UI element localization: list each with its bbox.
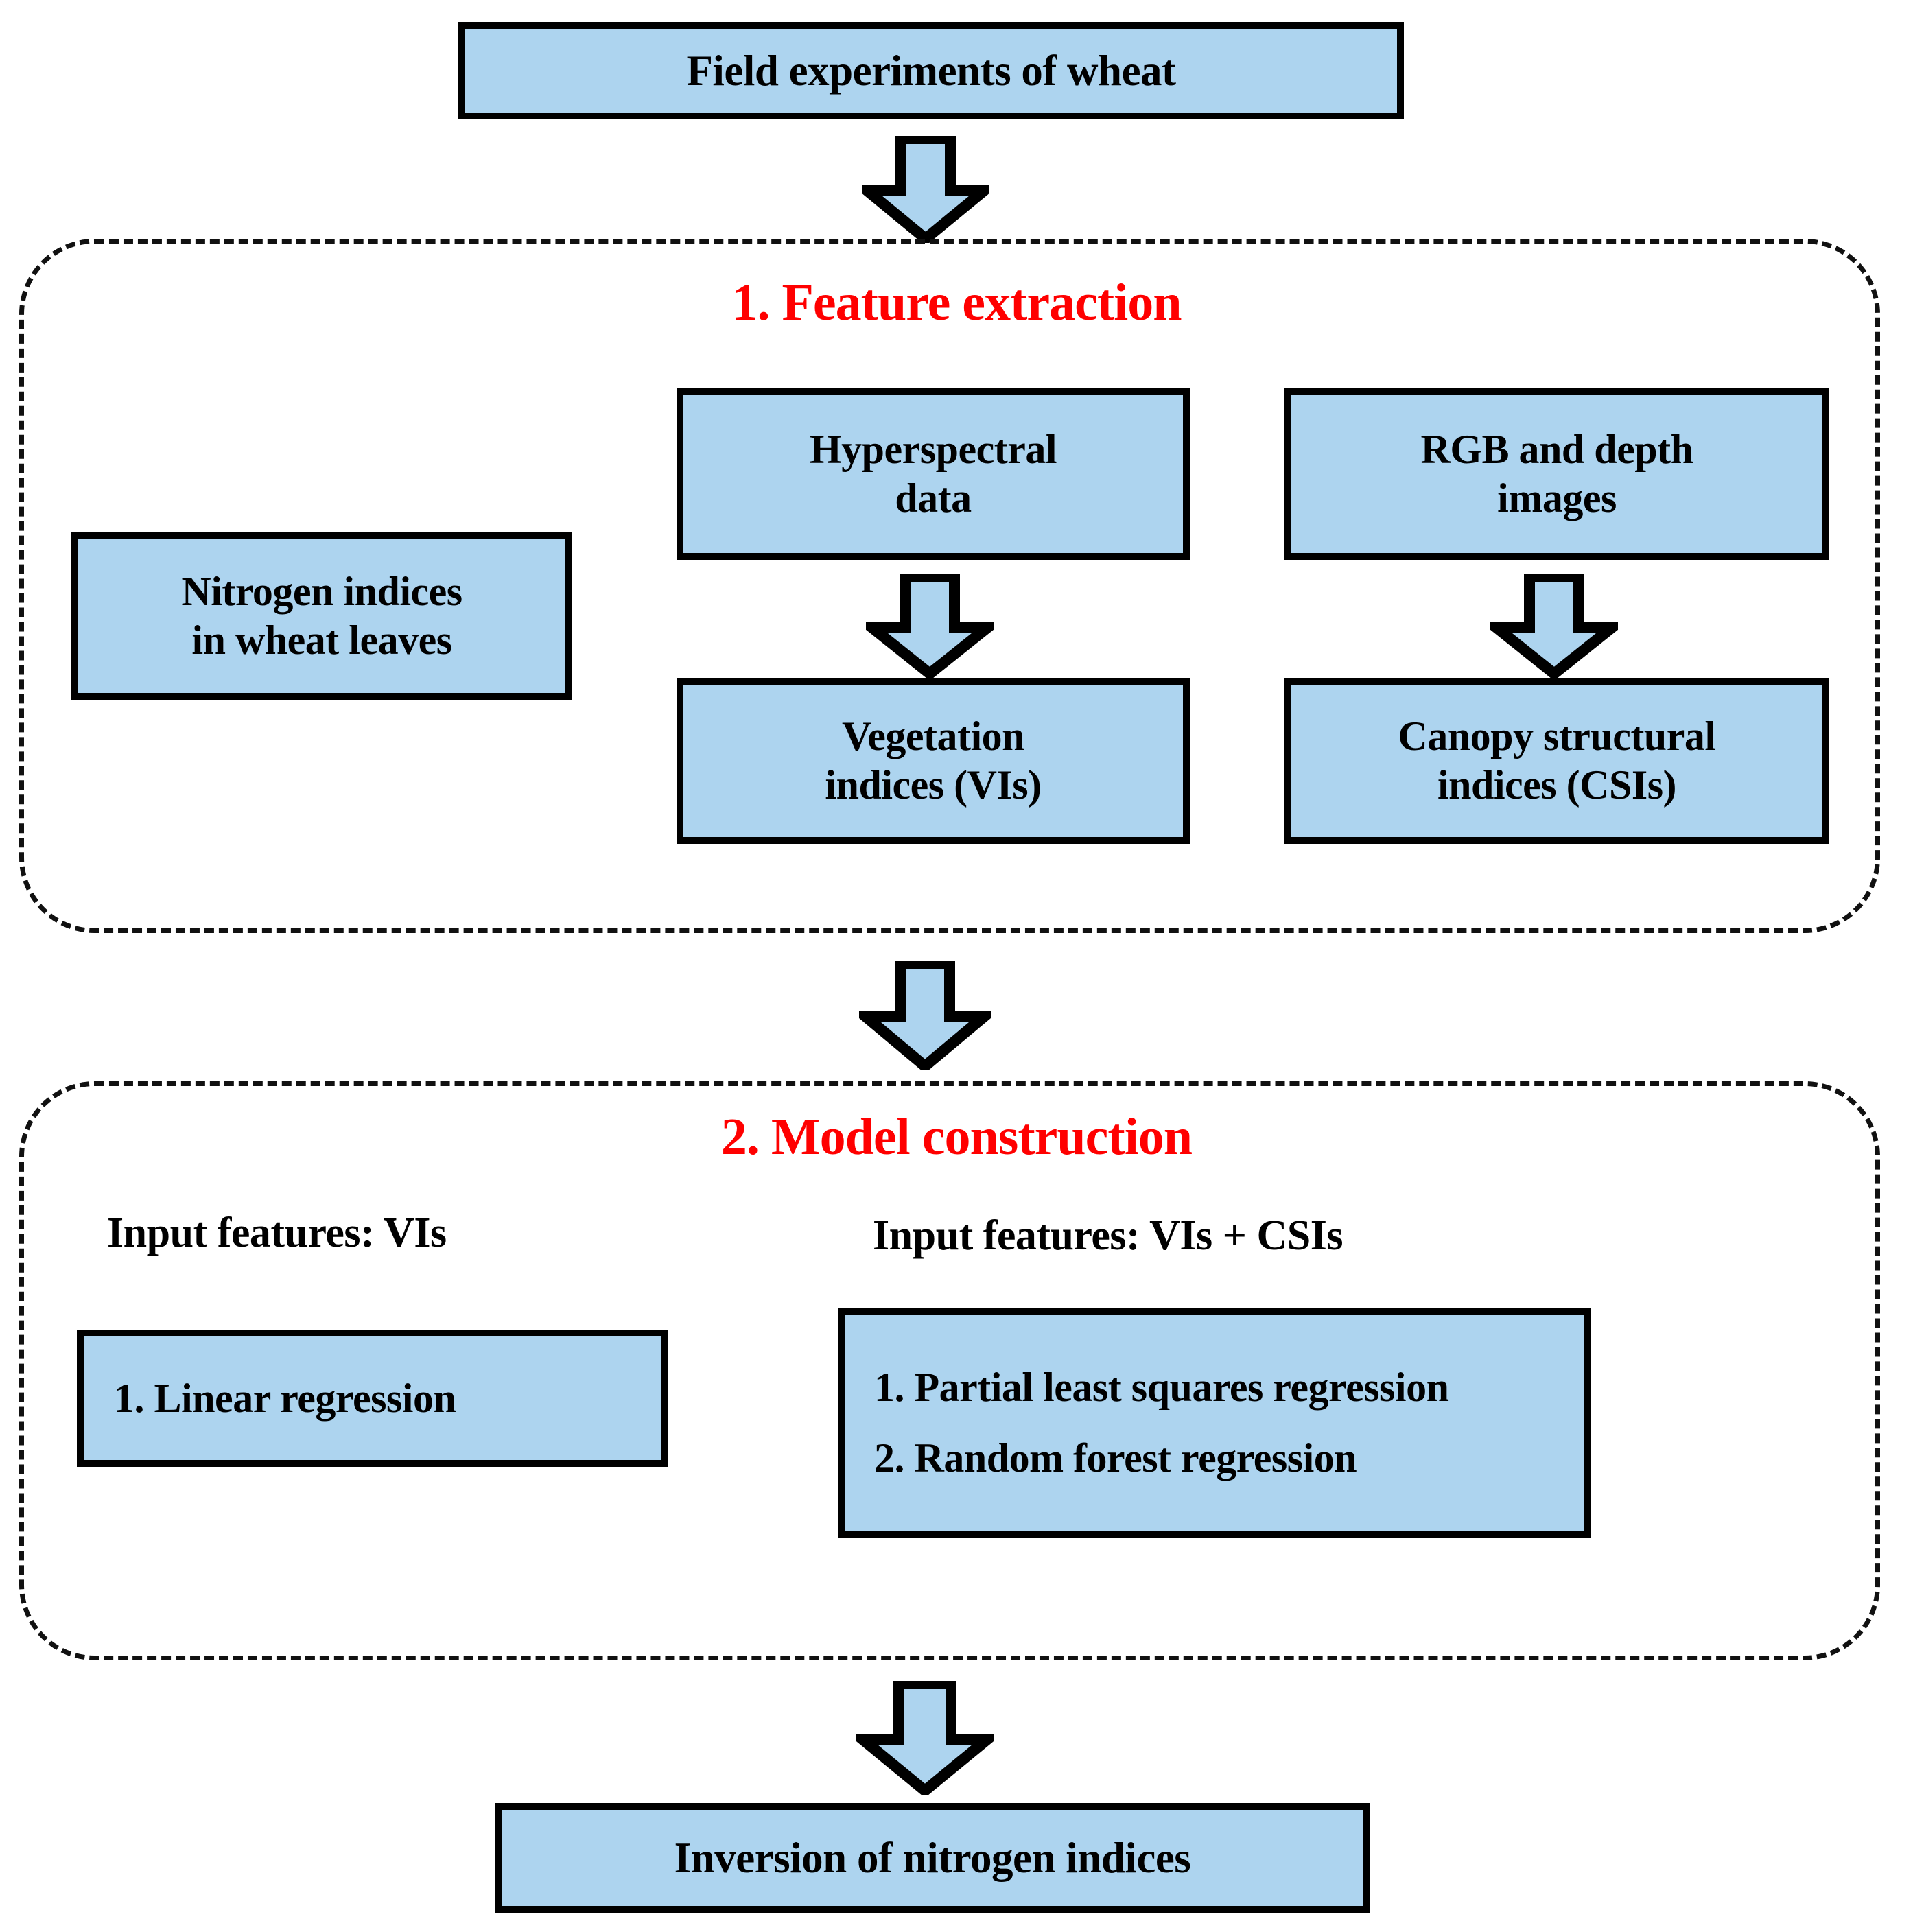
box-rgb-depth-images-text: RGB and depth images [1421,425,1693,523]
box-hyperspectral-data-line1: Hyperspectral [809,427,1057,473]
group-model-construction [19,1081,1880,1660]
box-vegetation-indices-line1: Vegetation [841,714,1025,759]
box-vegetation-indices-line2: indices (VIs) [825,762,1042,808]
box-field-experiments: Field experiments of wheat [458,22,1404,119]
box-rgb-depth-images-line1: RGB and depth [1420,427,1693,473]
box-canopy-structural-indices-line2: indices (CSIs) [1437,762,1677,808]
box-canopy-structural-indices-line1: Canopy structural [1398,714,1716,759]
arrow-field-to-section1 [862,136,989,243]
box-inversion-of-nitrogen-indices: Inversion of nitrogen indices [495,1803,1370,1913]
box-vis-csis-models: 1. Partial least squares regression 2. R… [838,1308,1591,1538]
box-vis-csis-models-line2: 2. Random forest regression [874,1435,1357,1481]
box-canopy-structural-indices: Canopy structural indices (CSIs) [1284,678,1829,844]
box-hyperspectral-data: Hyperspectral data [677,388,1190,560]
label-input-features-vis: Input features: VIs [107,1210,447,1256]
arrow-section1-to-section2 [859,961,991,1070]
arrow-rgb-to-canopy [1490,574,1618,678]
box-vis-csis-models-line1: 1. Partial least squares regression [874,1364,1449,1410]
box-nitrogen-indices: Nitrogen indices in wheat leaves [71,532,572,700]
box-inversion-of-nitrogen-indices-label: Inversion of nitrogen indices [674,1833,1191,1882]
box-vis-csis-models-text: 1. Partial least squares regression 2. R… [874,1352,1449,1494]
label-input-features-vis-csis: Input features: VIs + CSIs [873,1212,1343,1259]
arrow-hyperspectral-to-vegetation [866,574,994,678]
section-title-model-construction: 2. Model construction [720,1108,1193,1166]
box-field-experiments-label: Field experiments of wheat [686,46,1176,95]
arrow-section2-to-output [856,1681,994,1795]
box-vegetation-indices: Vegetation indices (VIs) [677,678,1190,844]
box-linear-regression-label: 1. Linear regression [114,1375,456,1421]
box-canopy-structural-indices-text: Canopy structural indices (CSIs) [1398,712,1716,810]
group-feature-extraction [19,239,1880,933]
box-vegetation-indices-text: Vegetation indices (VIs) [825,712,1042,810]
box-nitrogen-indices-line2: in wheat leaves [191,617,452,663]
box-hyperspectral-data-text: Hyperspectral data [810,425,1057,523]
box-hyperspectral-data-line2: data [895,475,972,521]
section-title-feature-extraction: 1. Feature extraction [731,274,1182,331]
box-nitrogen-indices-line1: Nitrogen indices [181,569,462,615]
box-linear-regression: 1. Linear regression [77,1330,668,1467]
box-rgb-depth-images: RGB and depth images [1284,388,1829,560]
box-nitrogen-indices-text: Nitrogen indices in wheat leaves [181,567,462,665]
box-rgb-depth-images-line2: images [1497,475,1617,521]
